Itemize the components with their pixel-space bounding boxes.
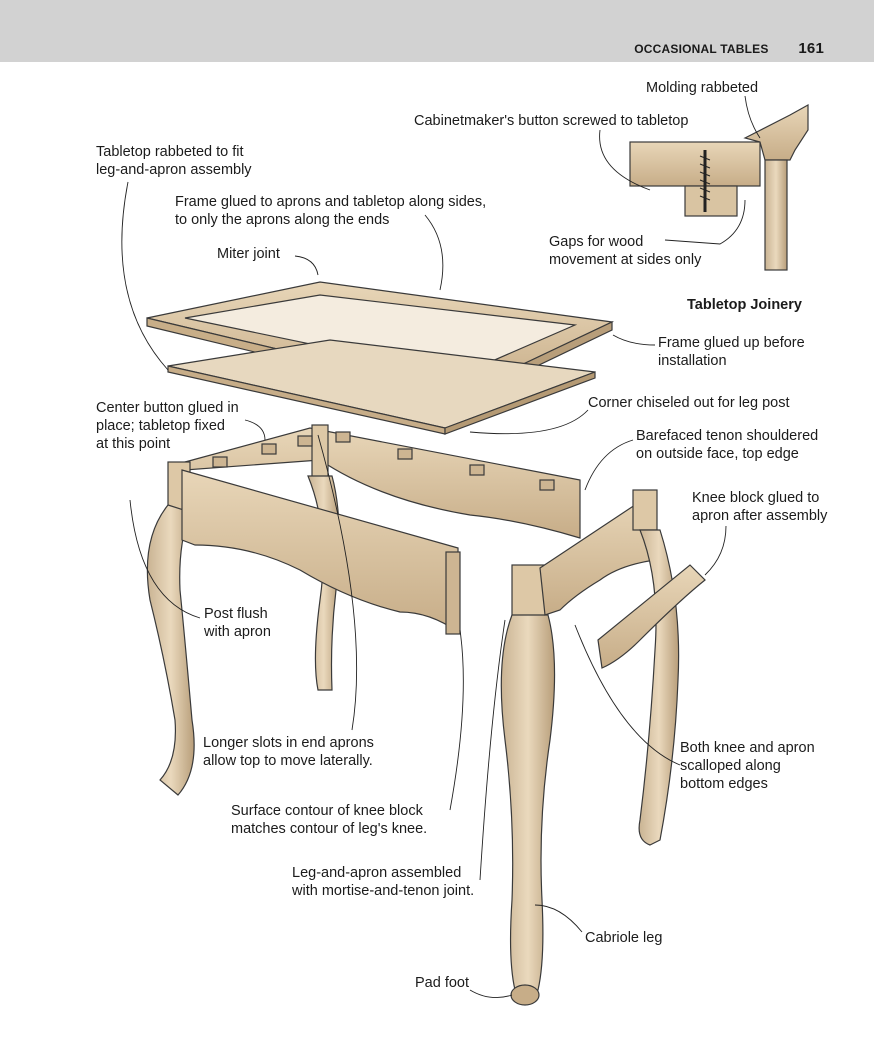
label-cabinetmakers-button: Cabinetmaker's button screwed to tableto… [414,113,689,129]
callout-line: Center button glued in [96,400,239,416]
callout-center-button: Center button glued in place; tabletop f… [96,399,239,453]
leader-lines [121,95,761,999]
callout-miter-joint: Miter joint [217,246,280,262]
callout-cabriole-leg: Cabriole leg [585,930,663,946]
callout-line: Longer slots in end aprons [203,735,374,751]
callout-corner-chiseled: Corner chiseled out for leg post [588,395,790,411]
callout-line: Tabletop rabbeted to fit [96,144,244,160]
callout-line: installation [658,353,727,369]
callout-line: Frame glued up before [658,335,805,351]
inset-title: Tabletop Joinery [687,297,802,313]
callout-tabletop-rabbeted: Tabletop rabbeted to fit leg-and-apron a… [96,143,252,179]
tabletop-panel [167,339,596,435]
callout-line: on outside face, top edge [636,446,799,462]
callout-line: matches contour of leg's knee. [231,821,428,837]
callout-line: place; tabletop fixed [96,418,225,434]
callout-frame-before: Frame glued up before installation [658,334,805,370]
side-apron-right [539,489,680,846]
callout-line: at this point [96,436,171,452]
page-header-band [0,0,874,62]
cabriole-leg-front [500,564,556,1006]
callout-both-knee-apron: Both knee and apron scalloped along bott… [680,739,815,793]
callout-leg-apron-assembled: Leg-and-apron assembled with mortise-and… [292,864,474,900]
page-number: 161 [798,40,824,57]
callout-line: scalloped along [680,758,781,774]
callout-line: Post flush [204,606,268,622]
callout-frame-glued: Frame glued to aprons and tabletop along… [175,193,486,229]
callout-line: Barefaced tenon shouldered [636,428,819,444]
callout-line: bottom edges [680,776,768,792]
callout-barefaced-tenon: Barefaced tenon shouldered on outside fa… [636,427,818,463]
running-head: OCCASIONAL TABLES 161 [634,40,824,57]
callout-line: Frame glued to aprons and tabletop along… [175,194,487,210]
tabletop-joinery-inset [629,103,809,271]
front-apron [181,469,461,635]
callout-surface-contour: Surface contour of knee block matches co… [231,802,427,838]
callout-line: Knee block glued to [692,490,820,506]
callout-line: apron after assembly [692,508,828,524]
callout-line: Leg-and-apron assembled [292,865,462,881]
callout-longer-slots: Longer slots in end aprons allow top to … [203,734,374,770]
callout-line: with mortise-and-tenon joint. [292,883,475,899]
callout-line: with apron [204,624,271,640]
label-gaps-line2: movement at sides only [549,252,702,268]
callout-pad-foot: Pad foot [415,975,470,991]
callout-line: leg-and-apron assembly [96,162,252,178]
callout-line: to only the aprons along the ends [175,212,390,228]
callout-line: Surface contour of knee block [231,803,423,819]
callout-knee-block: Knee block glued to apron after assembly [692,489,827,525]
callout-post-flush: Post flush with apron [204,605,271,641]
callout-line: Both knee and apron [680,740,815,756]
section-title: OCCASIONAL TABLES [634,42,769,56]
knee-block [597,564,706,669]
callout-line: allow top to move laterally. [203,753,373,769]
label-molding-rabbeted: Molding rabbeted [646,80,759,96]
label-gaps-line1: Gaps for wood [549,234,644,250]
